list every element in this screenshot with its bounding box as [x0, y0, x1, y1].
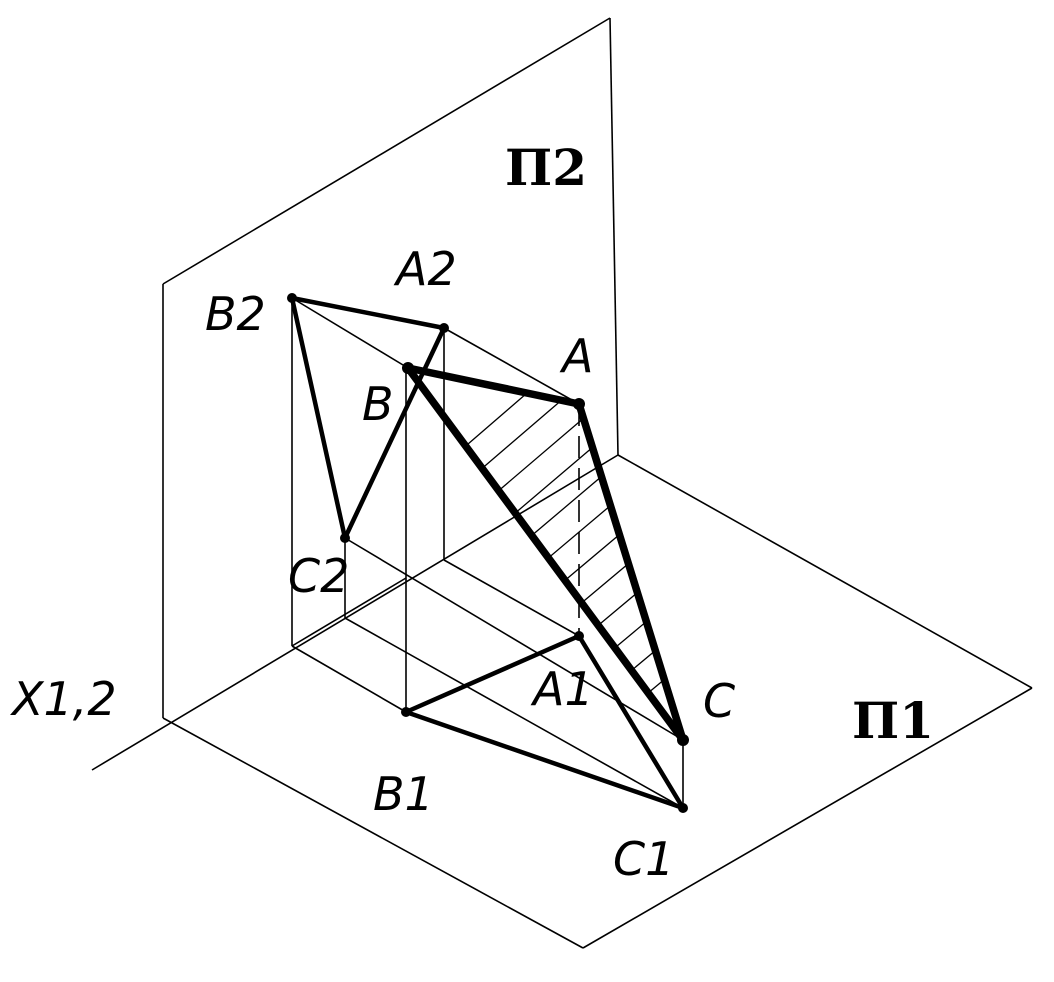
hatch-line [408, 429, 683, 701]
a2-to-a-line [443, 327, 580, 405]
horizontal-projection-triangle [403, 633, 686, 811]
horizontal-plane-back-edge [617, 454, 1033, 689]
frontal-projection-triangle [289, 295, 447, 541]
point-a1-dot [574, 631, 584, 641]
point-a-dot [573, 398, 585, 410]
edge-b2-c2 [289, 295, 348, 541]
point-c1-label: C1 [613, 832, 674, 886]
b2-to-b-line [291, 297, 409, 369]
edge-b1-a1 [403, 633, 582, 715]
hatch-line [408, 549, 683, 740]
hatch-line [408, 469, 683, 740]
b1-reference-line [291, 645, 407, 713]
point-b1-dot [401, 707, 411, 717]
plane-frontal-label: П2 [505, 138, 587, 197]
c2-to-c-line [344, 537, 684, 741]
horizontal-plane-front-edge [582, 687, 1033, 949]
plane-horizontal-label: П1 [852, 691, 934, 750]
points [287, 293, 689, 813]
point-a2-label: A2 [393, 242, 457, 296]
frontal-plane [162, 17, 619, 718]
axis-label: X1,2 [10, 672, 117, 726]
labels: П2 П1 X1,2 B2 A2 B A C2 A1 C B1 C1 [10, 138, 934, 886]
hatch-line [408, 489, 683, 740]
point-a2-dot [439, 323, 449, 333]
edge-b1-c1 [403, 709, 686, 811]
projection-lines [291, 297, 684, 809]
point-b2-label: B2 [205, 287, 266, 341]
frontal-plane-top-edge [162, 17, 611, 285]
point-c-dot [677, 734, 689, 746]
point-a-label: A [559, 329, 593, 383]
edge-b-c [404, 364, 687, 744]
point-c1-dot [678, 803, 688, 813]
point-c2-dot [340, 533, 350, 543]
point-c-label: C [703, 674, 735, 728]
point-b-dot [402, 362, 414, 374]
horizontal-plane-left-edge [162, 717, 584, 949]
axis-line [91, 454, 619, 771]
spatial-triangle [404, 364, 687, 744]
c1-reference-line [344, 617, 684, 809]
point-a1-label: A1 [530, 662, 594, 716]
horizontal-plane [91, 454, 1033, 949]
frontal-plane-right-edge [609, 17, 619, 456]
point-b2-dot [287, 293, 297, 303]
a1-reference-line [443, 559, 580, 637]
edge-b2-a2 [289, 295, 447, 331]
b1-to-origin-line [291, 577, 407, 647]
point-b-label: B [362, 377, 394, 431]
edge-a-c [575, 400, 687, 744]
edge-b-a [404, 364, 583, 408]
edge-a1-c1 [576, 633, 686, 811]
edge-c2-a2 [342, 325, 447, 541]
point-b1-label: B1 [373, 767, 434, 821]
point-c2-label: C2 [288, 549, 349, 603]
